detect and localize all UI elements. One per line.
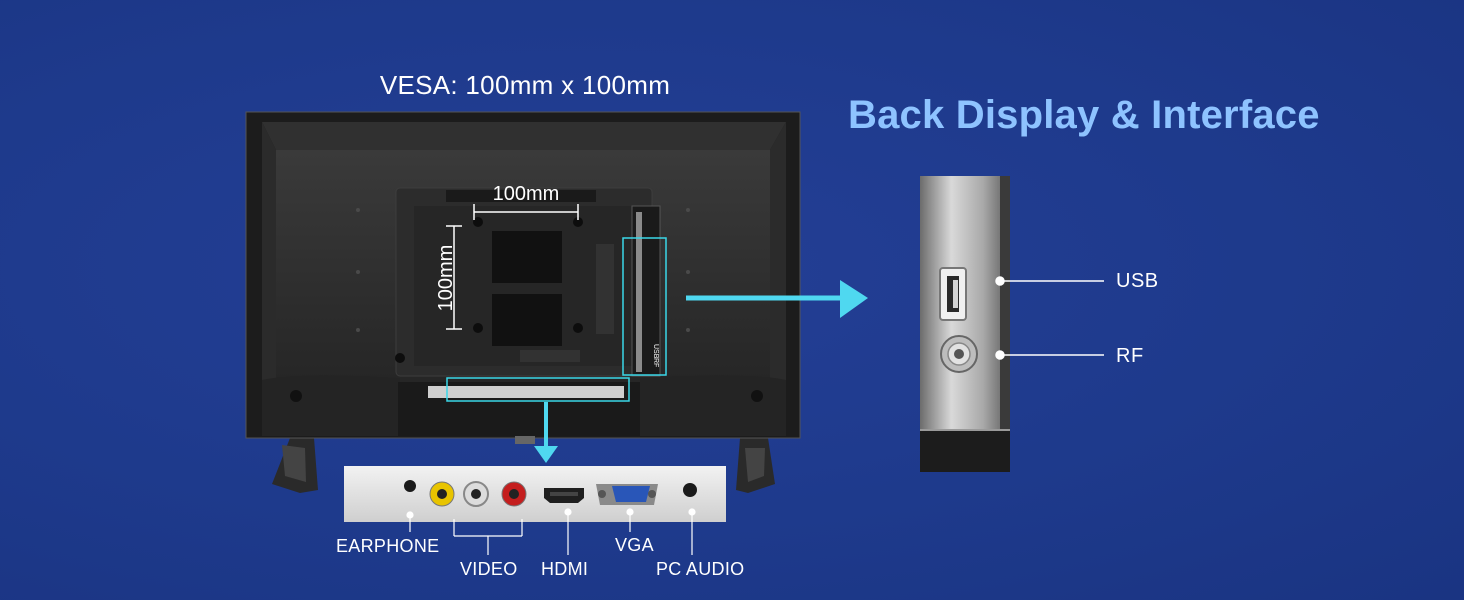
side-port-highlight [622,237,667,376]
vga-label: VGA [615,535,654,555]
vga-port [612,486,650,502]
bottom-port-highlight [446,377,630,402]
side-panel-rf-print: RF [652,358,659,367]
bottom-port-panel [344,466,726,522]
dimension-horizontal-label: 100mm [493,183,560,205]
dimension-lines [446,204,579,330]
rf-label: RF [1116,345,1144,367]
hdmi-label: HDMI [541,559,589,579]
tv-stand-right [736,438,775,493]
dimension-vertical-label: 100mm [435,245,457,312]
side-port-panel [920,176,1010,472]
pc-audio-jack [683,483,697,497]
vesa-title: VESA: 100mm x 100mm [379,70,671,100]
video-label: VIDEO [460,559,518,579]
arrow-to-side-detail [686,280,868,318]
tv-stand-left [272,438,318,493]
usb-label: USB [1116,270,1159,292]
earphone-jack [404,480,416,492]
pc-audio-label: PC AUDIO [656,559,745,579]
side-panel-usb-print: USB [652,344,659,359]
page-title: Back Display & Interface [848,93,1320,137]
earphone-label: EARPHONE [336,536,440,556]
arrow-to-bottom-detail [534,402,558,463]
